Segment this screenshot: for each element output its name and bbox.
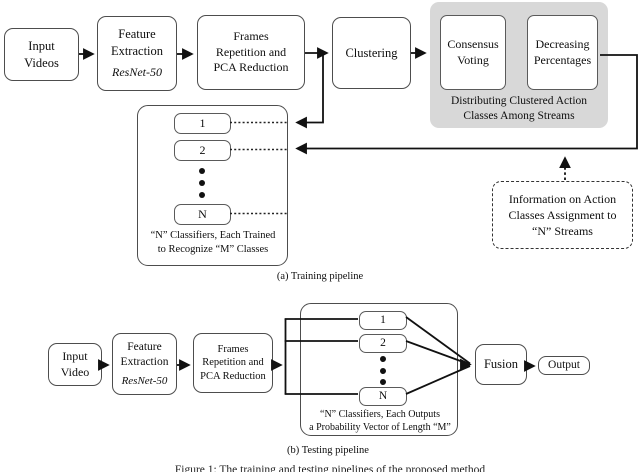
testing-classifiers-container: 1 2 N “N” Classifiers, Each Outputs a Pr… (300, 303, 458, 436)
training-clustering-box: Clustering (332, 17, 411, 89)
testing-classifier-node-2: 2 (359, 334, 407, 353)
resnet-label: ResNet-50 (121, 374, 168, 387)
training-classifier-node-1: 1 (174, 113, 231, 134)
training-input-videos-box: Input Videos (4, 28, 79, 81)
training-classifiers-label: “N” Classifiers, Each Trained to Recogni… (150, 230, 276, 255)
testing-feature-extraction-box: Feature Extraction ResNet-50 (112, 333, 177, 395)
ellipsis-dot (199, 192, 205, 198)
feature-extraction-label: Feature Extraction (110, 27, 164, 58)
ellipsis-dot (380, 379, 386, 385)
figure-caption: Figure 1: The training and testing pipel… (174, 464, 486, 472)
output-box: Output (538, 356, 590, 375)
ellipsis-dot (199, 180, 205, 186)
training-classifier-node-n: N (174, 204, 231, 225)
consensus-voting-box: Consensus Voting (440, 15, 506, 90)
caption-testing: (b) Testing pipeline (287, 445, 369, 456)
testing-input-video-box: Input Video (48, 343, 102, 386)
distribution-panel: Consensus Voting Decreasing Percentages … (430, 2, 608, 128)
feature-extraction-label: Feature Extraction (120, 340, 169, 368)
resnet-label: ResNet-50 (112, 64, 162, 79)
ellipsis-dot (199, 168, 205, 174)
training-feature-extraction-box: Feature Extraction ResNet-50 (97, 16, 177, 91)
ellipsis-dot (380, 368, 386, 374)
testing-classifier-node-n: N (359, 387, 407, 406)
ellipsis-dot (380, 356, 386, 362)
testing-frames-box: Frames Repetition and PCA Reduction (193, 333, 273, 393)
training-classifiers-container: 1 2 N “N” Classifiers, Each Trained to R… (137, 105, 288, 266)
caption-training: (a) Training pipeline (276, 271, 364, 282)
info-assignment-box: Information on Action Classes Assignment… (492, 181, 633, 249)
distribution-panel-label: Distributing Clustered Action Classes Am… (450, 95, 588, 123)
training-classifier-node-2: 2 (174, 140, 231, 161)
testing-classifiers-label: “N” Classifiers, Each Outputs a Probabil… (309, 409, 451, 434)
testing-classifier-node-1: 1 (359, 311, 407, 330)
fusion-box: Fusion (475, 344, 527, 385)
training-frames-box: Frames Repetition and PCA Reduction (197, 15, 305, 90)
decreasing-percentages-box: Decreasing Percentages (527, 15, 598, 90)
